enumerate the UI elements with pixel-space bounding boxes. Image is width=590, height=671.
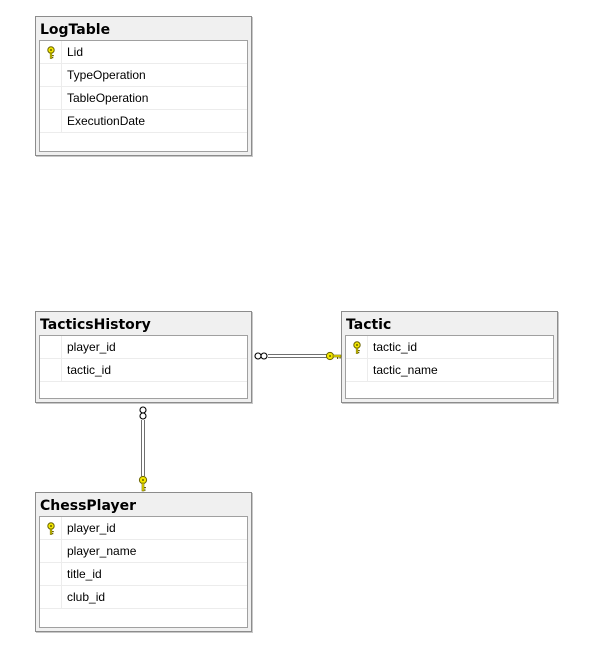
column-name: club_id — [67, 590, 106, 604]
key-icon — [47, 46, 55, 59]
column-row-empty[interactable] — [40, 382, 247, 405]
column-name: Lid — [67, 45, 84, 59]
column-row[interactable]: club_id — [40, 586, 247, 609]
column-name: TableOperation — [67, 91, 149, 105]
table-logtable[interactable]: LogTable Lid TypeOperation TableOperatio… — [35, 16, 252, 156]
column-row-empty[interactable] — [40, 133, 247, 156]
column-row[interactable]: player_id — [40, 517, 247, 540]
column-row[interactable]: tactic_id — [40, 359, 247, 382]
column-name: title_id — [67, 567, 102, 581]
column-list: Lid TypeOperation TableOperation Executi… — [39, 40, 248, 152]
table-title[interactable]: TacticsHistory — [40, 317, 151, 333]
column-name: player_id — [67, 340, 116, 354]
column-row[interactable]: player_id — [40, 336, 247, 359]
row-gutter — [346, 336, 368, 358]
column-name: TypeOperation — [67, 68, 146, 82]
row-gutter — [40, 87, 62, 109]
key-icon — [47, 522, 55, 535]
table-tactic[interactable]: Tactic tactic_id tactic_name — [341, 311, 558, 403]
row-gutter — [40, 609, 62, 631]
table-title[interactable]: ChessPlayer — [40, 498, 137, 514]
key-icon — [138, 475, 148, 492]
table-chessplayer[interactable]: ChessPlayer player_id player_name title_… — [35, 492, 252, 632]
row-gutter — [40, 540, 62, 562]
row-gutter — [40, 336, 62, 358]
column-row-empty[interactable] — [346, 382, 553, 405]
row-gutter — [40, 359, 62, 381]
column-row[interactable]: TableOperation — [40, 87, 247, 110]
column-name: tactic_id — [67, 363, 112, 377]
row-gutter — [40, 41, 62, 63]
row-gutter — [346, 382, 368, 404]
row-gutter — [40, 133, 62, 155]
row-gutter — [40, 586, 62, 608]
column-name: tactic_id — [373, 340, 418, 354]
infinity-icon — [139, 406, 147, 420]
key-icon — [325, 351, 342, 361]
relationship-tacticshistory-chessplayer[interactable] — [138, 406, 148, 492]
column-name: player_name — [67, 544, 137, 558]
row-gutter — [40, 517, 62, 539]
relationship-tacticshistory-tactic[interactable] — [254, 351, 342, 361]
infinity-icon — [254, 352, 268, 360]
row-gutter — [40, 563, 62, 585]
key-icon — [353, 341, 361, 354]
table-tacticshistory[interactable]: TacticsHistory player_id tactic_id — [35, 311, 252, 403]
column-row[interactable]: player_name — [40, 540, 247, 563]
table-title[interactable]: LogTable — [40, 22, 111, 38]
table-title[interactable]: Tactic — [346, 317, 392, 333]
column-list: tactic_id tactic_name — [345, 335, 554, 399]
column-row[interactable]: Lid — [40, 41, 247, 64]
column-name: ExecutionDate — [67, 114, 146, 128]
column-list: player_id tactic_id — [39, 335, 248, 399]
column-row[interactable]: tactic_name — [346, 359, 553, 382]
column-row[interactable]: TypeOperation — [40, 64, 247, 87]
column-row-empty[interactable] — [40, 609, 247, 632]
column-name: player_id — [67, 521, 116, 535]
row-gutter — [346, 359, 368, 381]
row-gutter — [40, 382, 62, 404]
column-name: tactic_name — [373, 363, 438, 377]
column-row[interactable]: ExecutionDate — [40, 110, 247, 133]
row-gutter — [40, 64, 62, 86]
column-row[interactable]: tactic_id — [346, 336, 553, 359]
row-gutter — [40, 110, 62, 132]
column-row[interactable]: title_id — [40, 563, 247, 586]
column-list: player_id player_name title_id club_id — [39, 516, 248, 628]
